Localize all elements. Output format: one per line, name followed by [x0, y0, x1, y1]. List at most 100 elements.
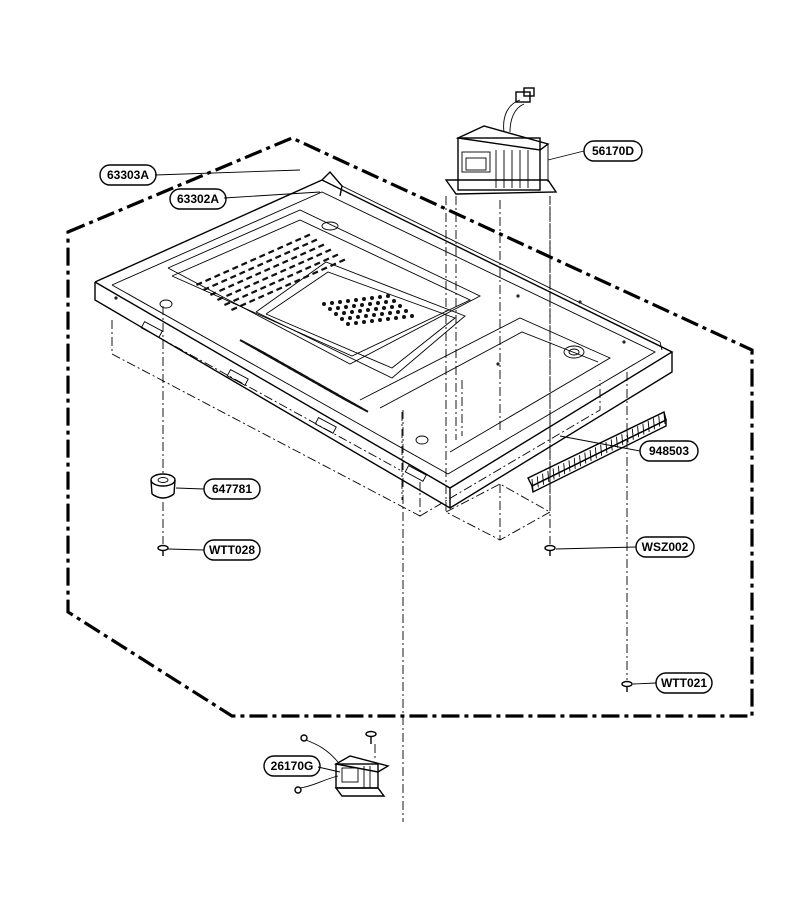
- strip-rib: [579, 455, 581, 467]
- vent-slot: [268, 281, 276, 287]
- vent-hole: [386, 294, 390, 298]
- vent-slot: [223, 269, 230, 275]
- strip-rib: [610, 439, 613, 451]
- vent-slot: [230, 274, 237, 280]
- vent-slot: [305, 265, 312, 271]
- vent-hole: [336, 306, 340, 310]
- vent-slot: [282, 259, 289, 265]
- vent-slot: [273, 263, 280, 269]
- vent-hole: [346, 299, 350, 303]
- vent-hole: [354, 321, 358, 325]
- vent-hole: [322, 302, 326, 306]
- vent-slot: [291, 255, 298, 261]
- callout-WSZ002: WSZ002: [635, 536, 695, 558]
- strip-rib: [531, 478, 534, 491]
- vent-hole: [370, 319, 374, 323]
- vent-slot: [309, 247, 316, 253]
- strip-rib: [536, 476, 539, 488]
- strip-rib: [542, 473, 545, 485]
- vent-hole: [330, 301, 334, 305]
- vent-hole: [388, 311, 392, 315]
- transformer-26170G: [294, 730, 390, 797]
- vent-hole: [362, 297, 366, 301]
- strip-rib: [621, 434, 624, 446]
- vent-hole: [370, 296, 374, 300]
- label-63302A: 63302A: [177, 192, 219, 206]
- strip-rib: [616, 436, 618, 448]
- vent-slot: [196, 281, 203, 287]
- vent-hole: [394, 316, 398, 320]
- vent-hole: [378, 295, 382, 299]
- vent-slot: [205, 277, 212, 283]
- vent-hole: [386, 317, 390, 321]
- vent-slots-rear: [196, 233, 346, 312]
- vent-hole: [384, 300, 388, 304]
- vent-slot: [220, 278, 228, 284]
- vent-hole: [372, 313, 376, 317]
- vent-slot: [318, 243, 325, 249]
- vent-hole: [352, 304, 356, 308]
- vent-slot: [267, 290, 274, 296]
- vent-slot: [249, 298, 256, 304]
- vent-slot: [231, 306, 238, 312]
- vent-slot: [244, 284, 251, 290]
- vent-slot: [246, 275, 253, 281]
- strip-rib: [557, 465, 560, 477]
- vent-slot: [240, 302, 247, 308]
- guide-lines: [111, 196, 628, 822]
- vent-hole: [378, 318, 382, 322]
- base-plate: [94, 170, 674, 510]
- vent-hole: [358, 309, 362, 313]
- callout-WTT028: WTT028: [203, 539, 261, 561]
- vent-slot: [224, 301, 231, 307]
- strip-rib: [584, 452, 587, 464]
- vent-slot: [300, 251, 307, 257]
- vent-hole: [344, 305, 348, 309]
- transformer-56170D: [444, 87, 558, 195]
- screw-WTT021: [621, 680, 633, 692]
- vent-hole: [362, 320, 366, 324]
- vent-slot: [219, 287, 226, 293]
- vent-slot: [248, 266, 255, 272]
- vent-louvres-front: [239, 339, 369, 413]
- vent-slot: [227, 283, 235, 289]
- vent-hole: [340, 317, 344, 321]
- callout-63303A: 63303A: [99, 164, 157, 186]
- callout-647781: 647781: [203, 478, 261, 500]
- assembly-boundary: [66, 136, 754, 718]
- vent-hole: [376, 301, 380, 305]
- vent-slot: [302, 242, 309, 248]
- strip-rib: [637, 426, 640, 438]
- vent-slot: [286, 241, 293, 247]
- vent-hole: [338, 300, 342, 304]
- vent-slot: [241, 293, 249, 299]
- callout-WTT021: WTT021: [655, 672, 713, 694]
- rubber-foot-647781: [150, 473, 176, 499]
- vent-hole: [374, 307, 378, 311]
- vent-slot: [294, 278, 301, 284]
- vent-slot: [263, 267, 271, 273]
- strip-rib: [605, 441, 608, 454]
- vent-slot: [203, 286, 210, 292]
- callout-26170G: 26170G: [263, 755, 321, 777]
- strip-rib: [589, 449, 592, 462]
- vent-slot: [226, 292, 233, 298]
- screw-WTT028: [157, 544, 169, 556]
- vent-slot: [302, 274, 310, 280]
- vent-slot: [268, 249, 275, 255]
- vent-slot: [258, 294, 265, 300]
- label-647781: 647781: [212, 482, 252, 496]
- vent-slot: [288, 264, 296, 270]
- strip-rib: [647, 420, 650, 432]
- vent-slot: [255, 271, 262, 277]
- callout-948503: 948503: [639, 440, 699, 462]
- vent-slot: [330, 262, 337, 268]
- vent-slot: [286, 273, 294, 279]
- label-63303A: 63303A: [107, 168, 149, 182]
- vent-slot: [256, 262, 264, 268]
- vent-slot: [212, 282, 219, 288]
- vent-slot: [316, 252, 323, 258]
- label-WTT021: WTT021: [661, 676, 707, 690]
- vent-hole: [398, 304, 402, 308]
